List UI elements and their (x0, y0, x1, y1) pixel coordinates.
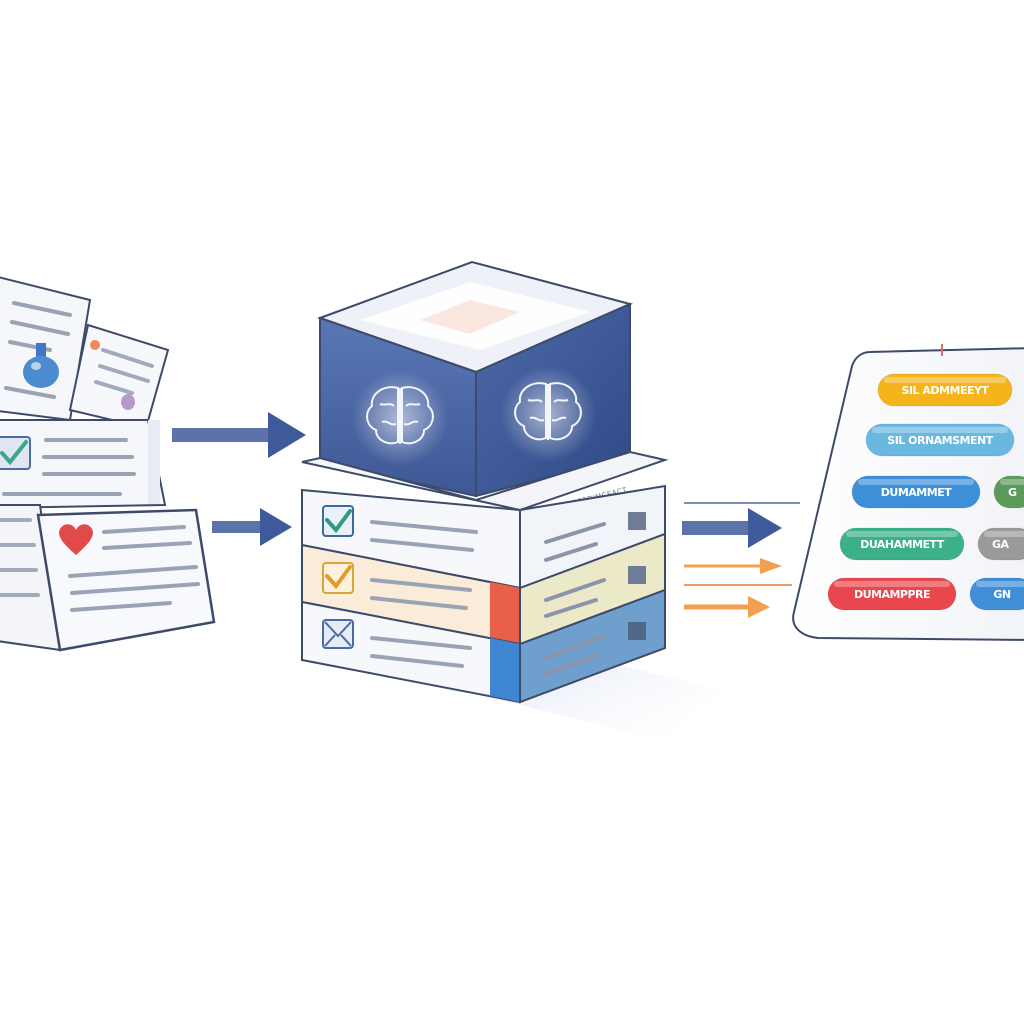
flask-icon (23, 343, 59, 388)
document-card (0, 419, 167, 509)
processor-unit: WRESDIMCEACT (301, 260, 720, 740)
drawer-row (301, 543, 521, 646)
pill-label: SIL ORNAMSMENT (887, 434, 993, 447)
category-pill[interactable]: DUAHAMMETT (839, 527, 965, 561)
category-pill[interactable]: SIL ORNAMSMENT (865, 423, 1015, 457)
ai-cube (317, 260, 634, 498)
category-pills: SIL ADMMEEYT SIL ORNAMSMENT DUMAMMET DUAHAM… (827, 373, 1024, 611)
checkbox-icon (322, 562, 354, 594)
category-pill[interactable]: DUMAMPPRE (827, 577, 957, 611)
pill-label: GA (992, 538, 1010, 551)
pill-label: DUAHAMMETT (860, 538, 945, 551)
pill-label: GN (993, 588, 1011, 601)
output-arrow (684, 596, 770, 618)
heart-icon (59, 524, 93, 555)
category-pill[interactable]: GN (969, 577, 1024, 611)
brain-icon (514, 382, 582, 441)
category-pill[interactable]: G (993, 475, 1024, 509)
envelope-icon (322, 619, 354, 649)
drawer-row (301, 600, 521, 704)
pill-label: SIL ADMMEEYT (902, 384, 990, 397)
category-pill[interactable]: SIL ADMMEEYT (877, 373, 1013, 407)
input-arrow (172, 412, 306, 458)
pill-label: G (1008, 486, 1017, 499)
brain-icon (366, 386, 434, 445)
heart-icon (90, 340, 100, 350)
pill-label: DUMAMPPRE (854, 588, 930, 601)
checkbox-icon (322, 505, 354, 537)
category-pill[interactable]: DUMAMMET (851, 475, 981, 509)
output-arrow (684, 558, 782, 574)
document-stack (0, 276, 216, 652)
document-card (36, 508, 216, 652)
category-pill[interactable]: GA (977, 527, 1024, 561)
checkbox-icon (0, 436, 31, 470)
output-panel: SIL ADMMEEYT SIL ORNAMSMENT DUMAMMET DUAHAM… (792, 344, 1024, 641)
document-card (68, 323, 170, 430)
output-arrow (682, 508, 782, 548)
input-arrow (212, 508, 292, 546)
pill-label: DUMAMMET (881, 486, 952, 499)
